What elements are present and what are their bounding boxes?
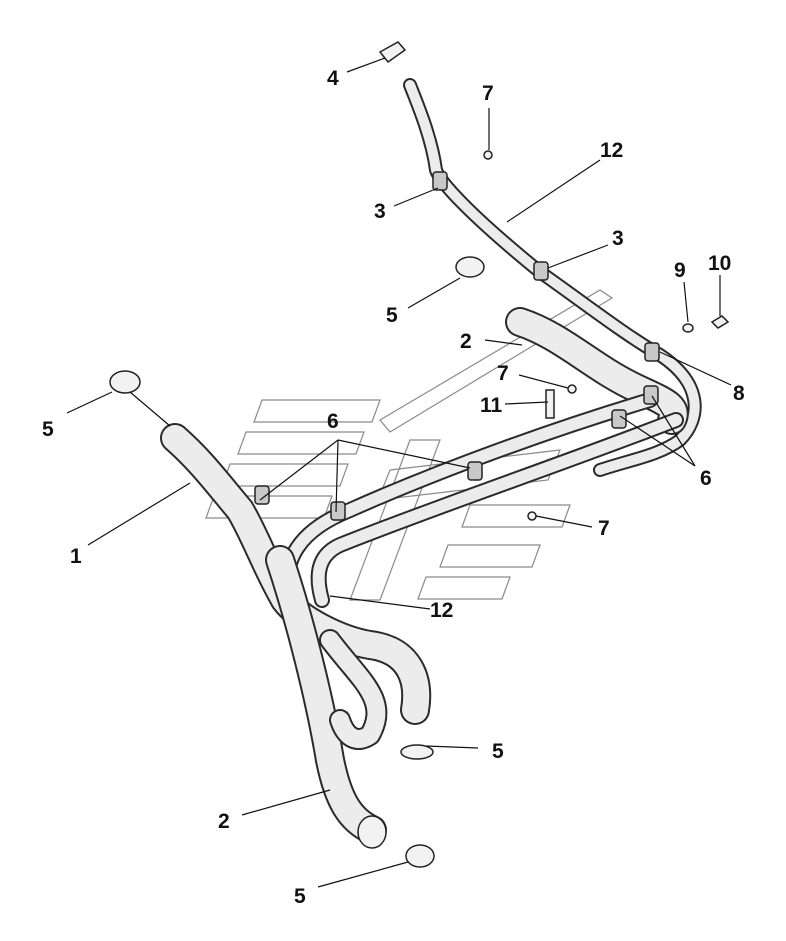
callout-7-top: 7 bbox=[482, 82, 494, 105]
callouts: 1 2 2 3 3 4 5 5 5 5 6 6 7 7 7 8 9 10 11 … bbox=[42, 67, 745, 908]
callout-6-right: 6 bbox=[700, 467, 712, 490]
bolt-icon bbox=[710, 315, 730, 329]
callout-6-left: 6 bbox=[327, 410, 339, 433]
leader-lines bbox=[66, 57, 732, 888]
end-cap-icon bbox=[378, 41, 407, 64]
callout-5-mid: 5 bbox=[492, 740, 504, 763]
callout-11: 11 bbox=[480, 394, 503, 417]
callout-5-upper: 5 bbox=[386, 304, 398, 327]
callout-2-lower: 2 bbox=[218, 810, 230, 833]
callout-8: 8 bbox=[733, 382, 745, 405]
washer-icon bbox=[682, 323, 694, 333]
pipe-assembly bbox=[160, 78, 702, 845]
callout-12-upper: 12 bbox=[600, 139, 623, 162]
callout-1: 1 bbox=[70, 545, 82, 568]
callout-2-upper: 2 bbox=[460, 330, 472, 353]
callout-12-lower: 12 bbox=[430, 599, 453, 622]
callout-5-left: 5 bbox=[42, 418, 54, 441]
callout-7-mid: 7 bbox=[497, 362, 509, 385]
callout-10: 10 bbox=[708, 252, 731, 275]
nut-icon bbox=[483, 150, 577, 521]
hose-clamp-icon bbox=[109, 256, 485, 868]
callout-7-lower: 7 bbox=[598, 517, 610, 540]
callout-5-bottom: 5 bbox=[294, 885, 306, 908]
callout-3-left: 3 bbox=[374, 200, 386, 223]
mounting-bracket-icon bbox=[254, 171, 660, 521]
callout-9: 9 bbox=[674, 259, 686, 282]
callout-4: 4 bbox=[327, 67, 339, 90]
callout-3-right: 3 bbox=[612, 227, 624, 250]
